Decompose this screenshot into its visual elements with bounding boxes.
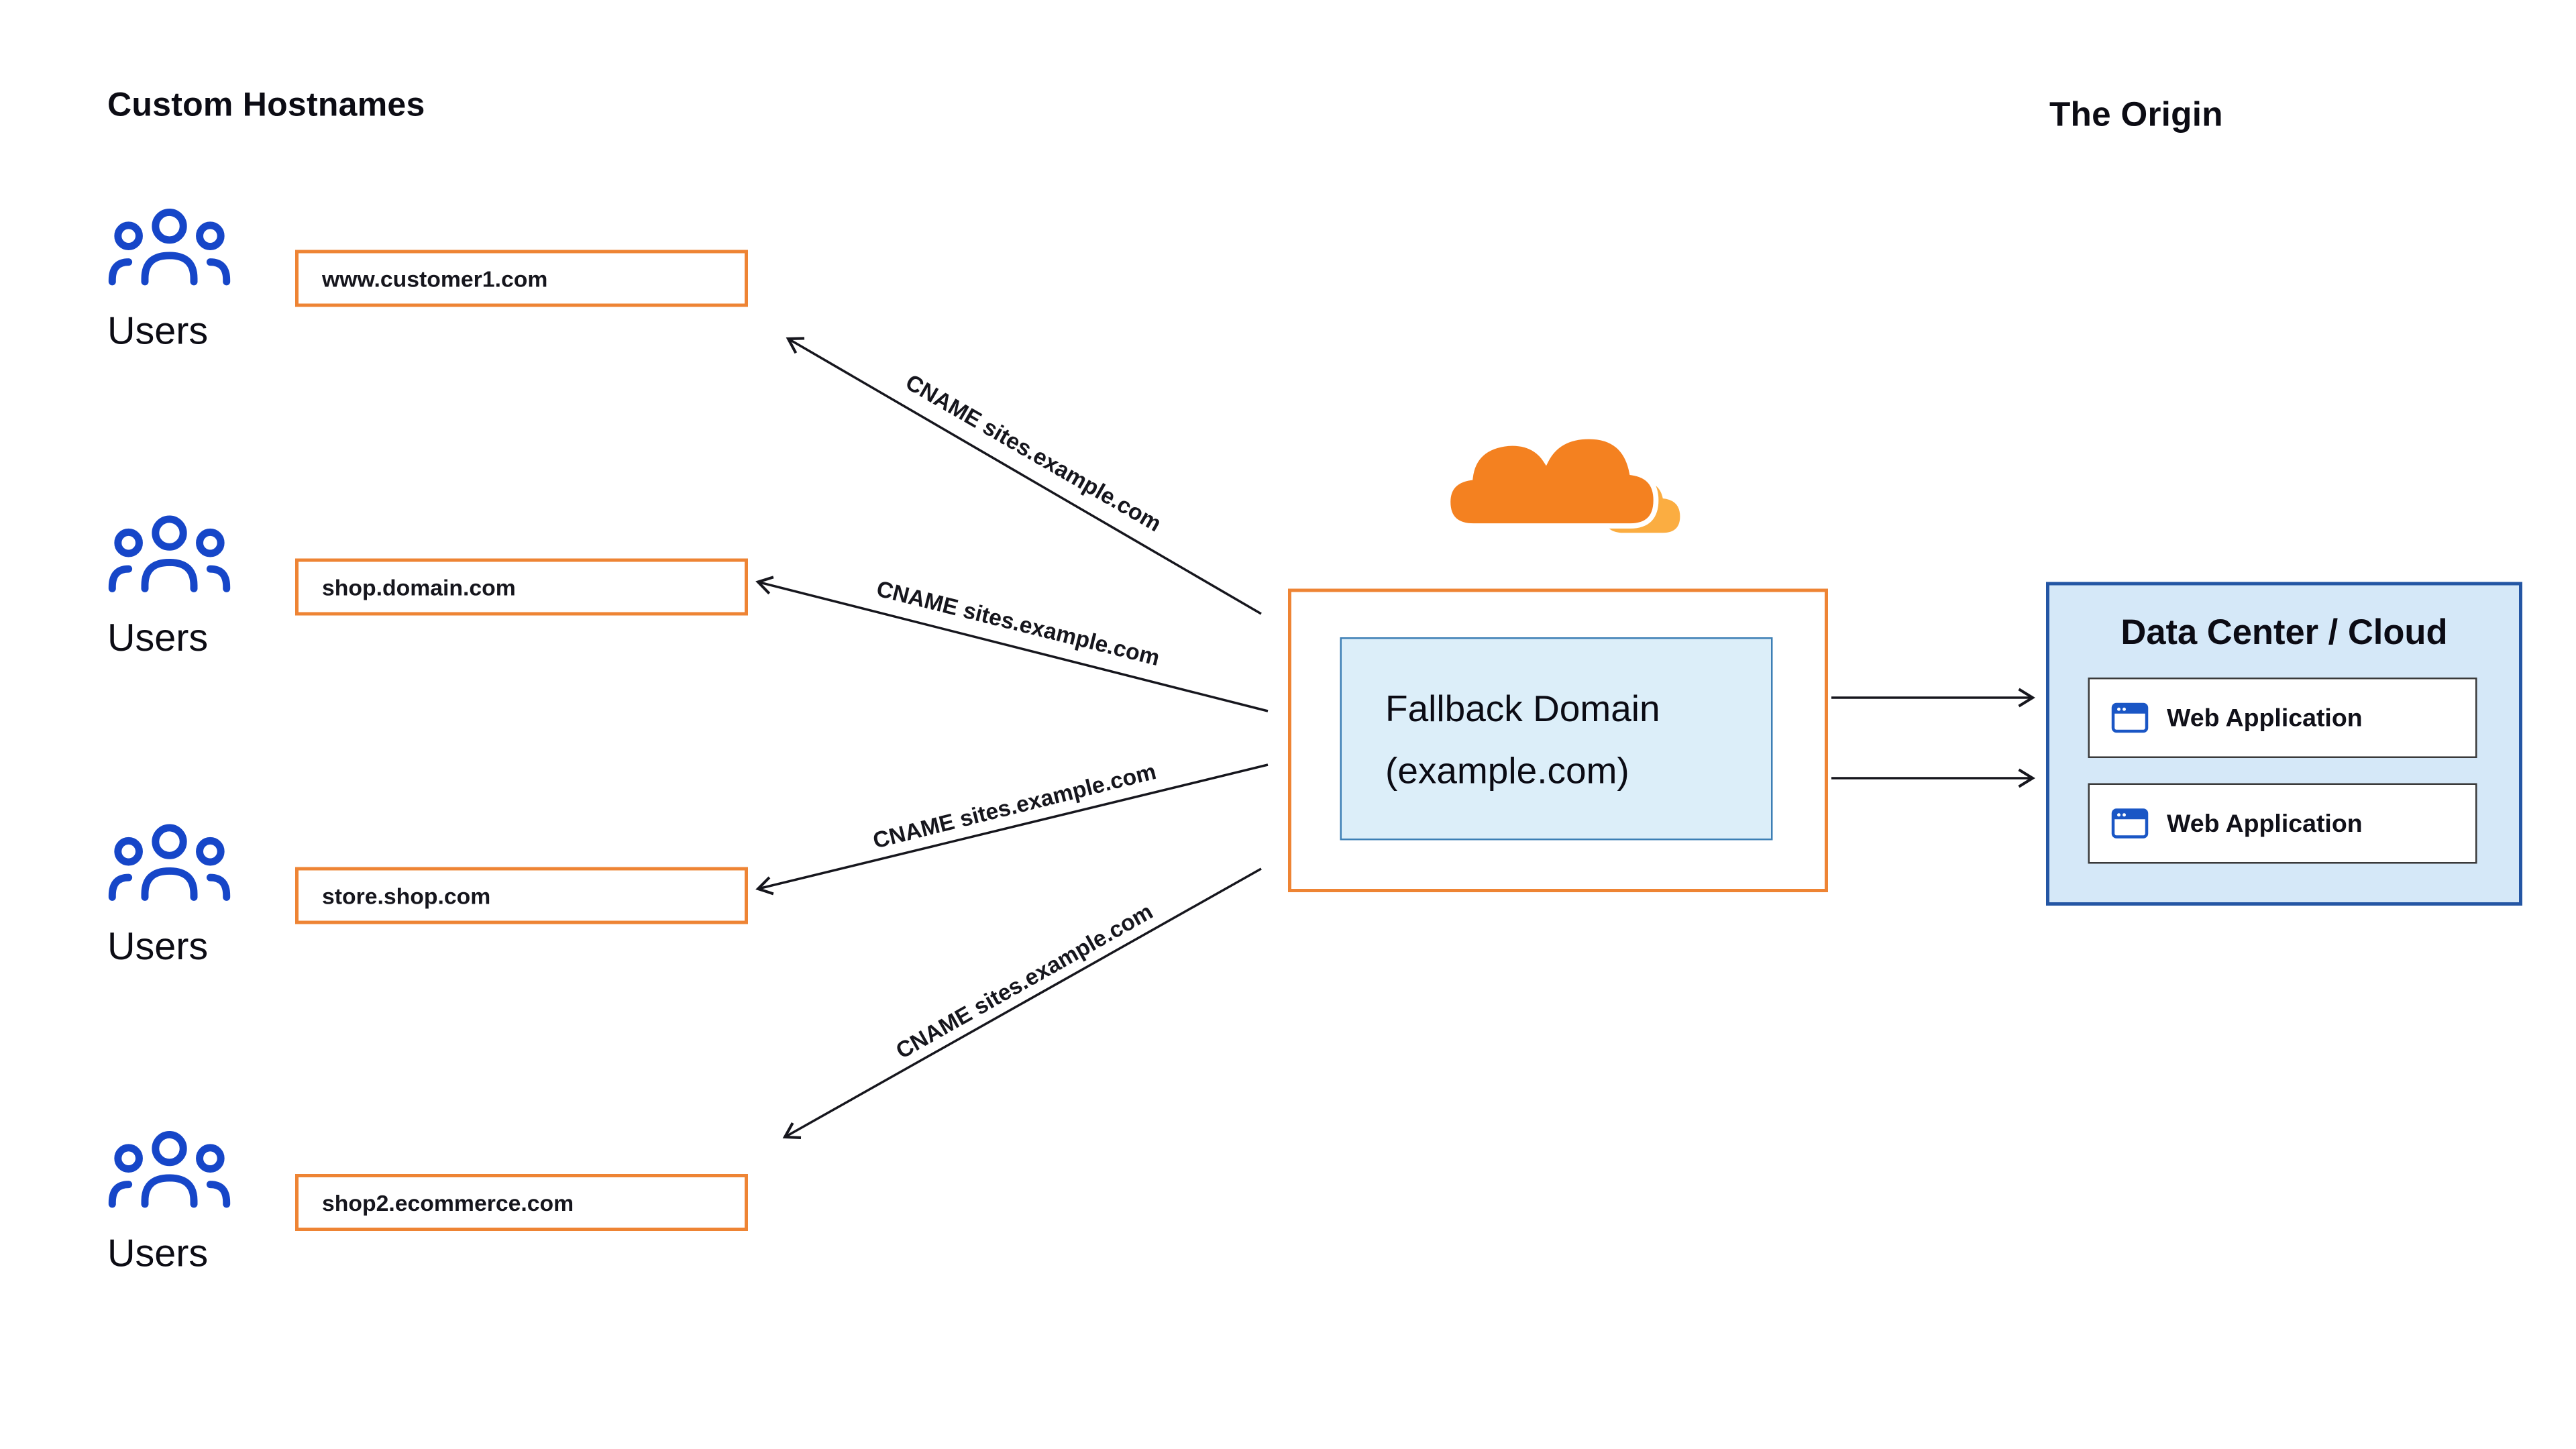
users-group-3: Users bbox=[107, 824, 231, 970]
cname-arrow-3 bbox=[755, 763, 1269, 896]
fallback-domain-outer-box: Fallback Domain (example.com) bbox=[1288, 588, 1828, 892]
web-application-box-2: Web Application bbox=[2088, 783, 2477, 864]
hostname-box-1: www.customer1.com bbox=[295, 250, 748, 307]
users-label: Users bbox=[107, 615, 209, 659]
cname-label-3: CNAME sites.example.com bbox=[871, 759, 1159, 854]
hostname-text: store.shop.com bbox=[322, 883, 491, 908]
fallback-domain-line1: Fallback Domain bbox=[1385, 686, 1660, 729]
cname-arrow-1 bbox=[786, 337, 1262, 615]
fallback-domain-box: Fallback Domain (example.com) bbox=[1340, 637, 1773, 841]
cloudflare-logo bbox=[1445, 433, 1680, 533]
cname-label-4: CNAME sites.example.com bbox=[892, 899, 1157, 1064]
web-application-box-1: Web Application bbox=[2088, 678, 2477, 758]
data-center-title: Data Center / Cloud bbox=[2121, 614, 2448, 653]
hostname-box-2: shop.domain.com bbox=[295, 558, 748, 616]
users-group-icon bbox=[108, 208, 231, 286]
origin-title-heading: The Origin bbox=[2049, 95, 2223, 135]
cname-label-1: CNAME sites.example.com bbox=[901, 370, 1165, 537]
users-group-4: Users bbox=[107, 1130, 231, 1277]
data-center-box: Data Center / Cloud Web Application Web … bbox=[2046, 582, 2522, 906]
users-group-icon bbox=[108, 515, 231, 592]
users-group-icon bbox=[108, 824, 231, 901]
users-group-2: Users bbox=[107, 515, 231, 661]
custom-hostnames-title: Custom Hostnames bbox=[107, 87, 425, 124]
cname-arrow-2 bbox=[755, 576, 1269, 712]
hostname-box-4: shop2.ecommerce.com bbox=[295, 1174, 748, 1231]
browser-window-icon bbox=[2111, 702, 2149, 733]
users-label: Users bbox=[107, 1231, 209, 1275]
hostname-box-3: store.shop.com bbox=[295, 867, 748, 924]
users-group-1: Users bbox=[107, 208, 231, 354]
cname-arrow-4 bbox=[782, 867, 1262, 1139]
users-label: Users bbox=[107, 924, 209, 968]
fallback-domain-line2: (example.com) bbox=[1385, 749, 1629, 791]
hostname-text: shop2.ecommerce.com bbox=[322, 1189, 574, 1216]
hostname-text: www.customer1.com bbox=[322, 266, 548, 291]
browser-window-icon bbox=[2111, 808, 2149, 839]
users-group-icon bbox=[108, 1130, 231, 1208]
cname-label-2: CNAME sites.example.com bbox=[874, 576, 1163, 671]
web-application-label: Web Application bbox=[2167, 703, 2363, 733]
hostname-text: shop.domain.com bbox=[322, 574, 516, 600]
web-application-label: Web Application bbox=[2167, 809, 2363, 838]
users-label: Users bbox=[107, 309, 209, 352]
